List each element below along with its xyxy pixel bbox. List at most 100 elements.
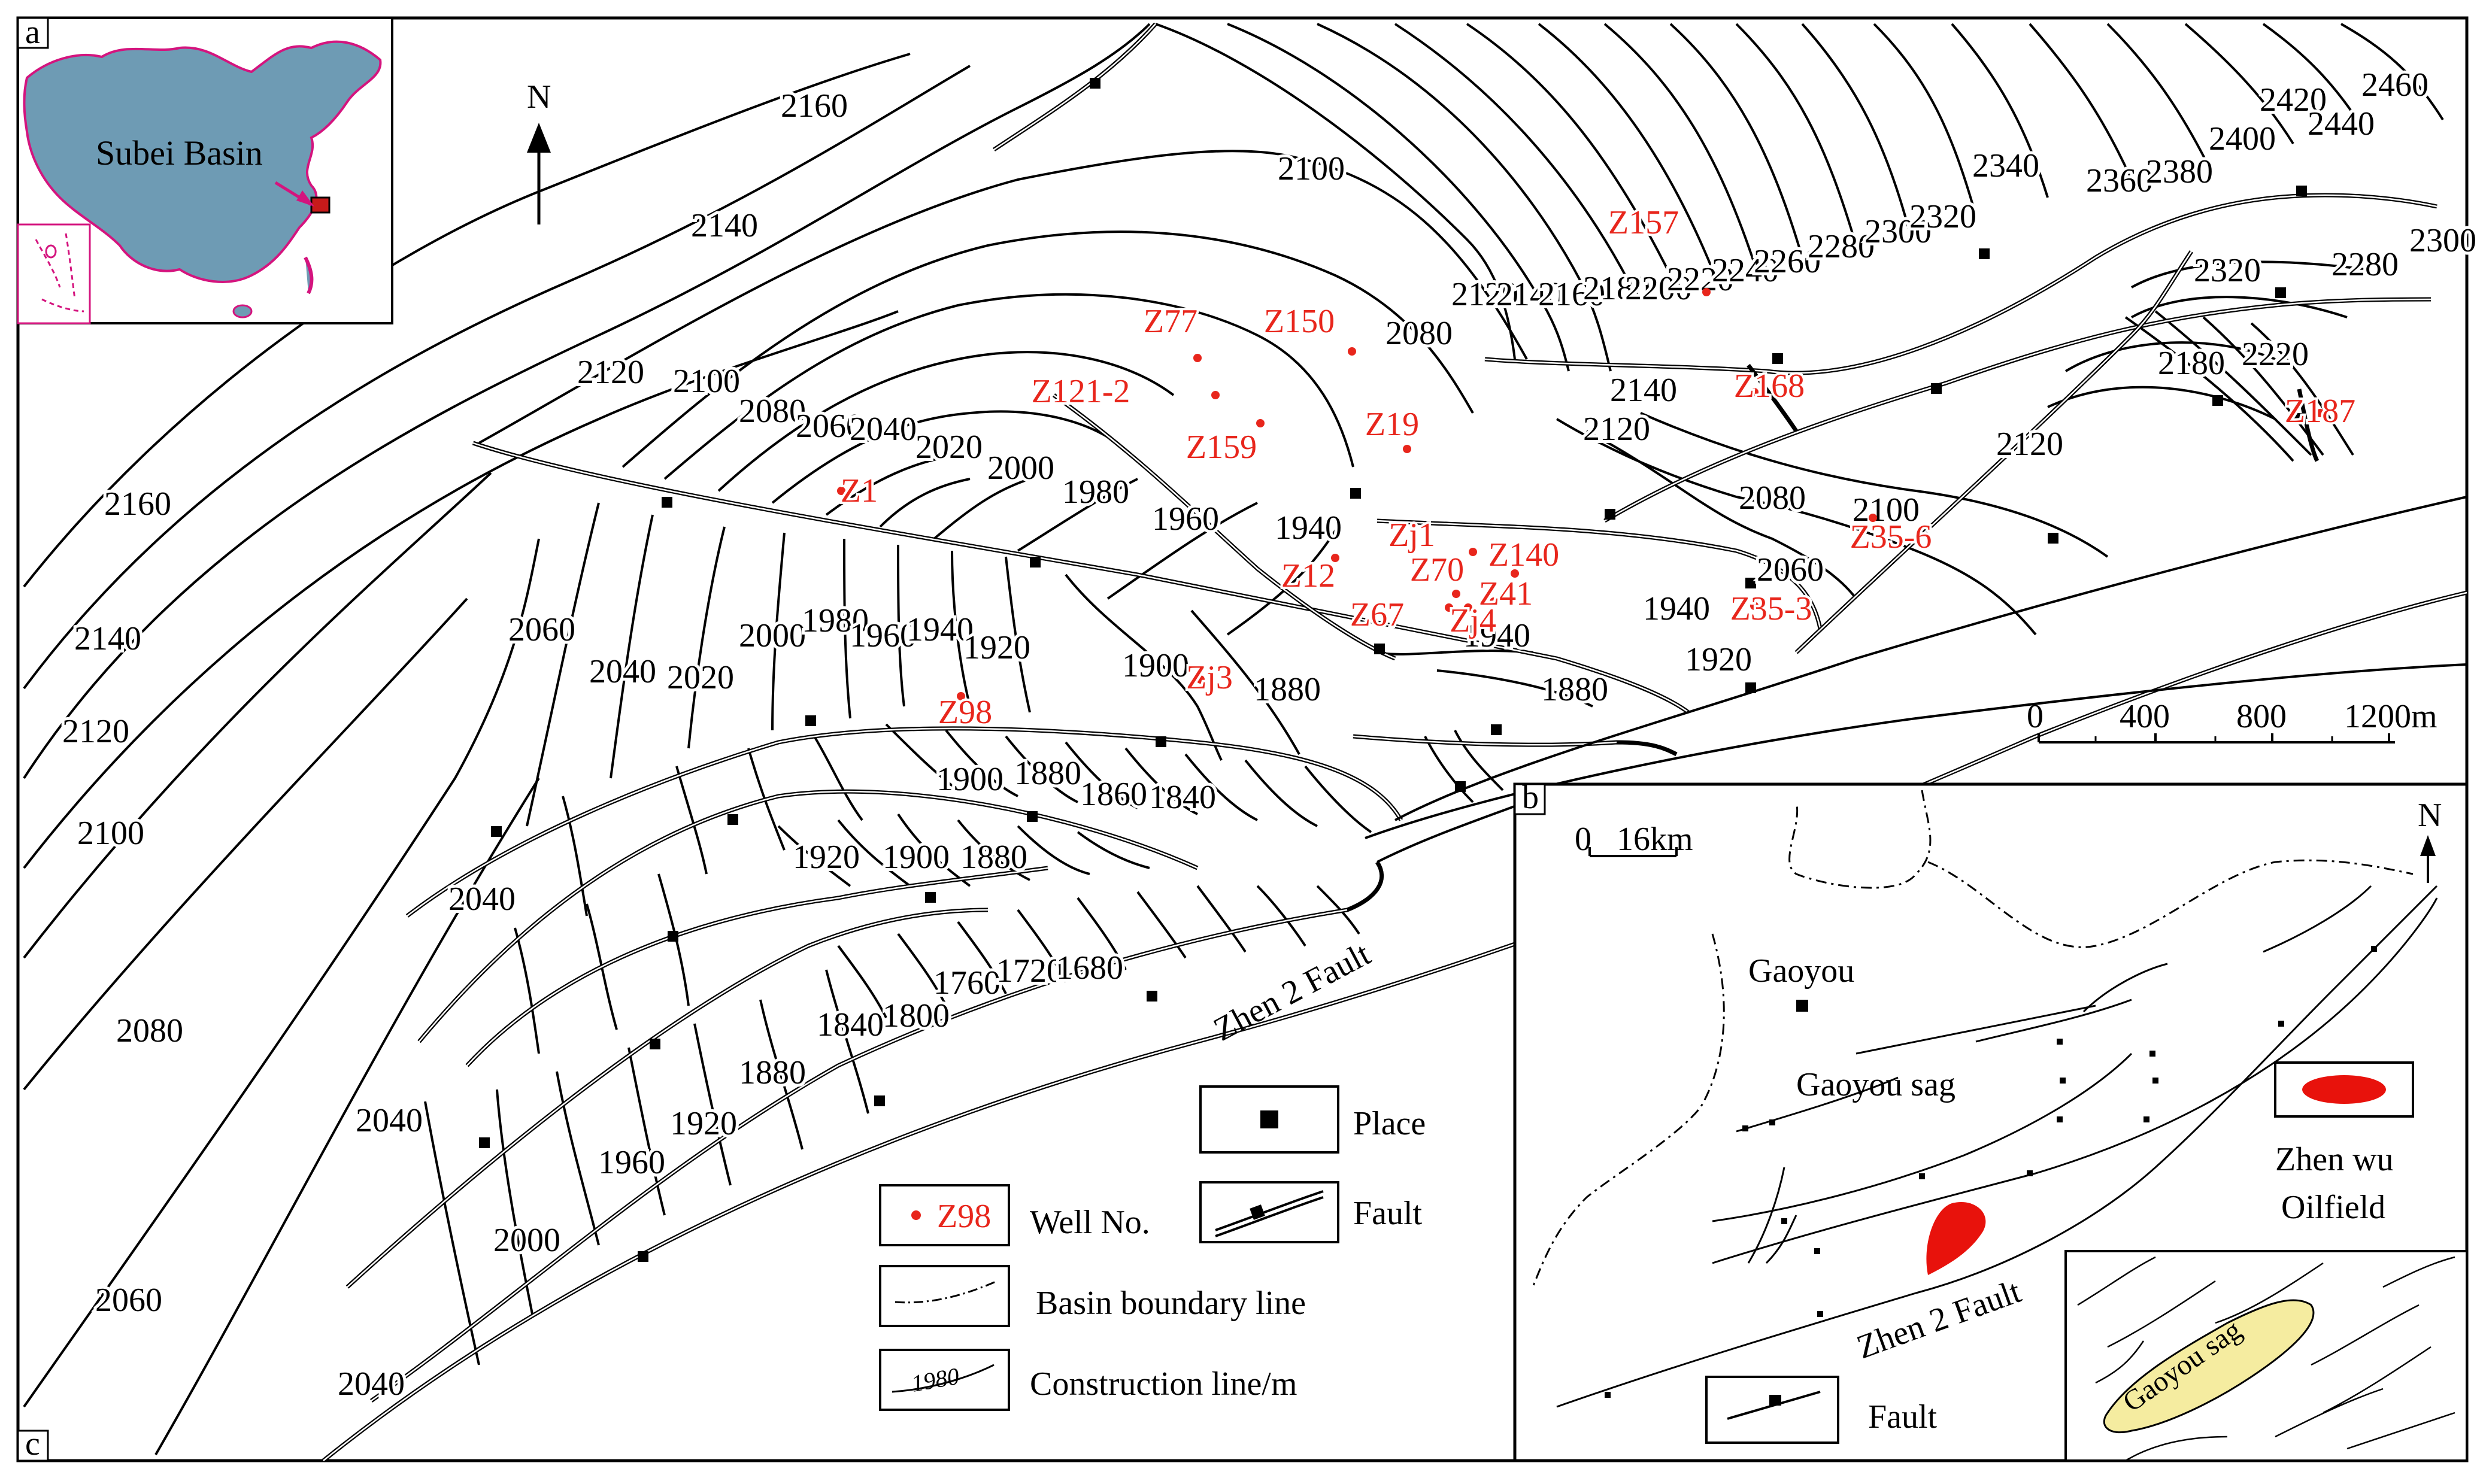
basin-location-marker [310, 196, 331, 214]
contour-label: 2060 [508, 611, 575, 648]
contour-label: 2240 [1712, 252, 1779, 289]
well-label: Z121-2 [1032, 373, 1130, 410]
contour-label: 2040 [850, 411, 917, 448]
oilfield-area [1926, 1202, 1986, 1275]
well-dot [1750, 602, 1759, 610]
legend-fault: Fault [1353, 1195, 1423, 1232]
contour-label: 2080 [1385, 315, 1453, 352]
contour-label: 2080 [739, 393, 806, 430]
contour-label: 1900 [936, 761, 1003, 798]
hatched-blocks [424, 723, 1504, 1365]
well-dot [1348, 347, 1356, 356]
fault-legend-b: Fault [1868, 1398, 1938, 1436]
contour-label: 2100 [1853, 491, 1920, 529]
contour-label: 1960 [1152, 500, 1219, 538]
scale-400: 400 [2120, 698, 2170, 735]
contour-label: 2140 [691, 207, 758, 244]
scale-0: 0 [2027, 698, 2044, 735]
contour-label: 2000 [987, 450, 1054, 487]
scale-bar: 0 400 800 1200m [2027, 698, 2437, 743]
well-dot [1750, 388, 1759, 396]
contour-label: 2080 [1739, 480, 1806, 517]
inset-b-scale: 0 16km [1575, 821, 1693, 858]
well-label: Z19 [1365, 406, 1419, 443]
china-outline [23, 40, 382, 283]
contour-label: 2060 [1757, 551, 1824, 588]
contour-label: 2280 [2332, 246, 2399, 283]
well-label: Z67 [1350, 596, 1404, 633]
well-label: Z168 [1734, 368, 1805, 405]
well-label: Zj1 [1388, 517, 1435, 554]
panel-b-label: b [1522, 779, 1539, 816]
contour-label: 2320 [1909, 198, 1976, 235]
well-dot [1193, 354, 1202, 362]
well-dot [1490, 597, 1498, 606]
contour-label: 1880 [960, 839, 1027, 876]
legend-basin-boundary: Basin boundary line [1036, 1285, 1306, 1322]
subei-basin-label: Subei Basin [96, 133, 263, 172]
contour-label: 1760 [933, 964, 1000, 1002]
contour-label: 1840 [1149, 779, 1216, 816]
legend-place: Place [1353, 1105, 1426, 1142]
contour-label: 2080 [116, 1012, 183, 1049]
panel-c-tag: c [17, 1425, 49, 1462]
well-dot [1331, 554, 1339, 562]
contour-label: 1980 [1062, 474, 1129, 511]
contour-label: 2100 [77, 815, 144, 852]
contour-label: 2220 [1667, 261, 1734, 298]
well-label: Z140 [1488, 536, 1559, 573]
well-label: Z150 [1264, 303, 1335, 340]
contour-label: 2300 [1864, 213, 1932, 250]
panel-a-label: a [25, 14, 40, 51]
contour-label: 2100 [673, 363, 740, 400]
fault-ticks [479, 78, 2307, 1262]
north-label-b: N [2418, 797, 2442, 834]
legend: Place Z98 Well No. Fault Basin boundary … [879, 1085, 1426, 1411]
contour-label: 2140 [1610, 372, 1677, 409]
basin-boundary-symbol [895, 1280, 998, 1304]
contour-label: 1880 [1254, 671, 1321, 708]
contour-label: 1920 [670, 1105, 737, 1142]
contour-label: 2400 [2209, 120, 2276, 157]
well-label: Z41 [1479, 575, 1533, 612]
contour-label: 2120 [62, 713, 129, 750]
contour-label: 2120 [1583, 411, 1650, 448]
mini-map: Gaoyou sag [2064, 1250, 2468, 1462]
basin-boundary-b [1532, 790, 2414, 1288]
well-dot [837, 487, 845, 495]
oilfield-label-1: Zhen wu [2275, 1141, 2394, 1178]
contour-label: 2340 [1972, 147, 2039, 184]
contour-label: 2120 [1451, 276, 1518, 313]
panel-c-label: c [25, 1425, 40, 1462]
gaoyou-sag-label: Gaoyou sag [1796, 1066, 1955, 1103]
well-label: Z98 [938, 694, 992, 731]
contour-label: 2160 [781, 87, 848, 125]
contour-label: 1860 [1080, 776, 1147, 813]
fault-symbol-icon [1250, 1204, 1265, 1220]
contour-label: 2180 [2158, 345, 2225, 382]
oilfield-symbol [2302, 1075, 2386, 1104]
well-dot [1445, 603, 1453, 612]
well-dot [1256, 419, 1265, 427]
contour-label: 1960 [850, 617, 917, 654]
contour-label: 2140 [74, 620, 141, 657]
scale-800: 800 [2236, 698, 2287, 735]
gaoyou-place-icon [1796, 1000, 1808, 1012]
contour-label: 1920 [1685, 641, 1752, 678]
south-sea-box [17, 223, 91, 324]
gaoyou-label: Gaoyou [1748, 952, 1854, 990]
contour-label: 1720 [996, 952, 1063, 990]
well-dot [1403, 445, 1411, 453]
contour-label: 2040 [356, 1102, 423, 1139]
contour-label: 1940 [906, 611, 974, 648]
contour-label: 1940 [1275, 509, 1342, 547]
well-label: Z157 [1608, 204, 1679, 241]
inset-a: a Subei Basin [17, 14, 393, 324]
contour-label: 2160 [104, 485, 171, 523]
well-label: Z12 [1281, 557, 1335, 594]
inset-b: b 0 16km N [1513, 779, 2469, 1462]
contour-label: 2160 [1538, 276, 1605, 313]
contour-label: 2320 [2194, 252, 2261, 289]
contour-label: 1680 [1056, 949, 1123, 987]
